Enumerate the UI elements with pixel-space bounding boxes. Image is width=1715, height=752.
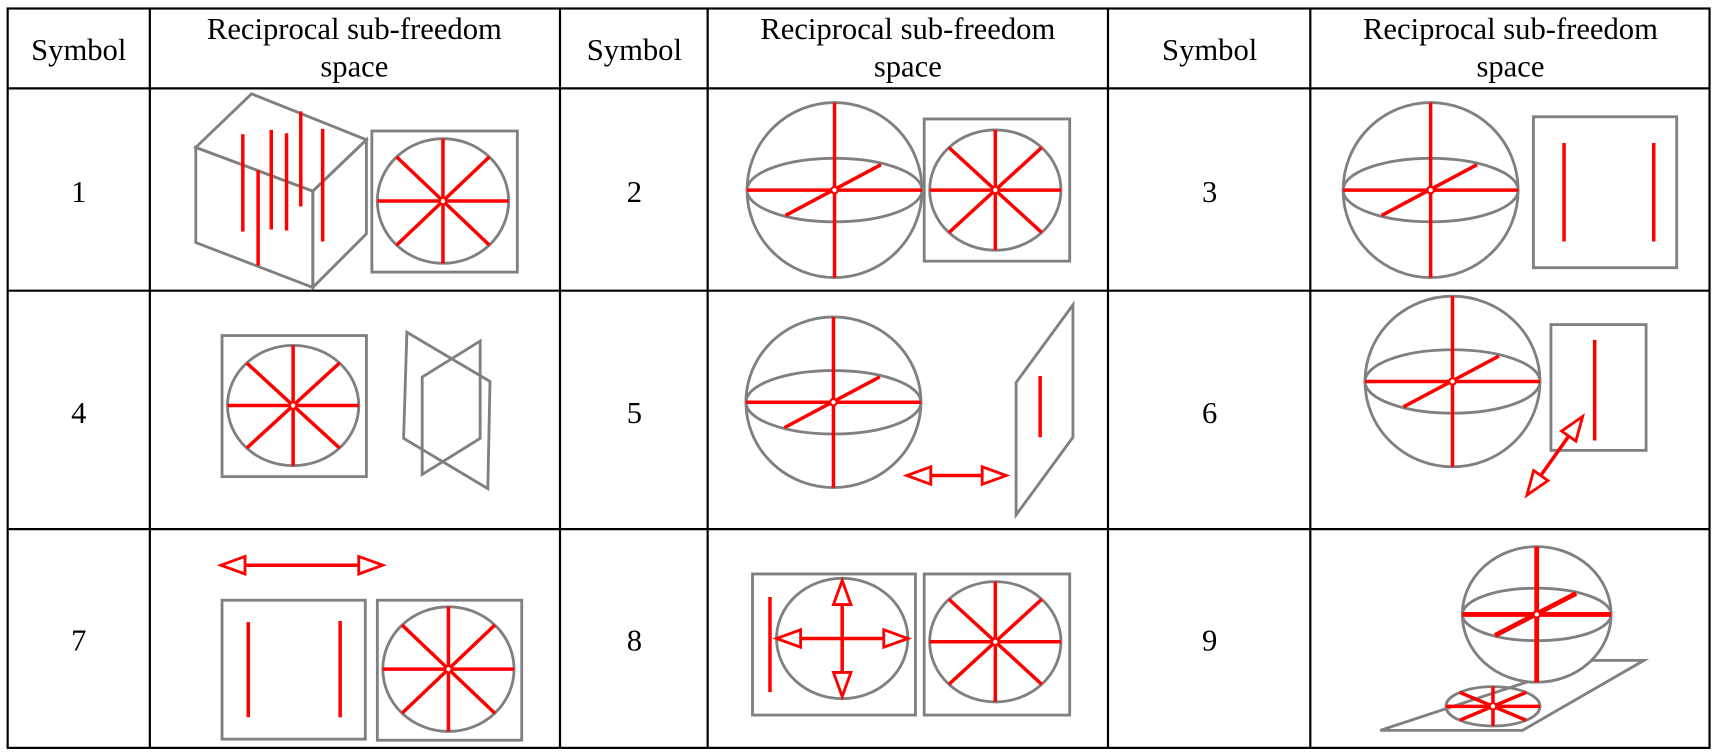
center-point [1532, 610, 1542, 619]
arrow-head [882, 627, 912, 650]
diagram-9 [1379, 545, 1650, 732]
header-space: Reciprocal sub-freedom [1363, 12, 1658, 46]
cube-side-face [311, 136, 368, 291]
plane [402, 329, 492, 492]
header-space: space [1476, 49, 1544, 83]
plane [1379, 658, 1650, 732]
cube-top-face [193, 92, 369, 193]
arrow-shaft [1538, 433, 1572, 479]
arrow-head [772, 627, 803, 650]
header-space: Reciprocal sub-freedom [207, 12, 502, 46]
header-symbol: Symbol [587, 33, 682, 67]
diagram-8 [751, 572, 1072, 717]
square-frame [370, 129, 519, 274]
symbol-numbers: 1 2 3 4 5 6 7 8 9 [71, 175, 1217, 657]
diagram-4 [220, 329, 492, 492]
square-frame [1549, 323, 1648, 452]
square-frame [922, 572, 1072, 717]
center-point [990, 185, 1000, 195]
arrow-head [902, 464, 933, 487]
diagram-7 [216, 554, 524, 742]
diagram-1 [193, 92, 519, 291]
square-frame [220, 598, 367, 741]
double-arrow-icon [831, 576, 853, 701]
header-space: space [320, 49, 388, 83]
symbol-number: 5 [627, 396, 642, 430]
arrow-head [357, 554, 387, 576]
header-symbol: Symbol [31, 33, 126, 67]
arrow-head [831, 576, 853, 607]
header-row: Symbol Reciprocal sub-freedom space Symb… [31, 12, 1658, 83]
plane [1014, 300, 1075, 520]
center-point [438, 196, 448, 206]
plane [420, 338, 482, 477]
center-point [990, 637, 1000, 647]
cube-front-face [194, 145, 315, 290]
arrow-head [980, 464, 1011, 487]
symbol-number: 3 [1202, 175, 1217, 209]
diagram-2 [745, 101, 1072, 279]
double-arrow-icon [902, 464, 1011, 487]
square-frame [220, 334, 368, 479]
square-frame [922, 117, 1072, 263]
arrow-head [216, 554, 247, 576]
double-arrow-icon [216, 554, 387, 576]
symbol-number: 2 [627, 175, 642, 209]
center-point [1488, 701, 1498, 711]
symbol-number: 8 [627, 624, 642, 658]
square-frame [1532, 115, 1679, 270]
arrow-head [1559, 413, 1586, 444]
center-point [444, 664, 453, 674]
symbol-number: 9 [1202, 624, 1217, 658]
center-point [1448, 377, 1457, 386]
header-space: Reciprocal sub-freedom [760, 12, 1055, 46]
symbol-number: 1 [71, 175, 86, 209]
symbol-number: 7 [71, 624, 86, 658]
square-frame [751, 572, 917, 717]
center-point [830, 185, 839, 195]
symbol-number: 4 [71, 396, 86, 430]
center-point [829, 397, 838, 407]
center-point [288, 401, 298, 410]
freedom-space-diagrams [193, 92, 1679, 742]
diagram-5 [744, 300, 1075, 520]
symbol-number: 6 [1202, 396, 1217, 430]
diagram-6 [1363, 294, 1648, 499]
double-arrow-icon [1524, 413, 1586, 499]
center-point [1426, 185, 1435, 195]
table-grid [6, 7, 1711, 749]
square-frame [375, 598, 524, 742]
header-symbol: Symbol [1162, 33, 1257, 67]
arrow-head [831, 670, 853, 701]
header-space: space [874, 49, 942, 83]
arrow-head [1524, 468, 1551, 499]
diagram-3 [1341, 101, 1679, 279]
